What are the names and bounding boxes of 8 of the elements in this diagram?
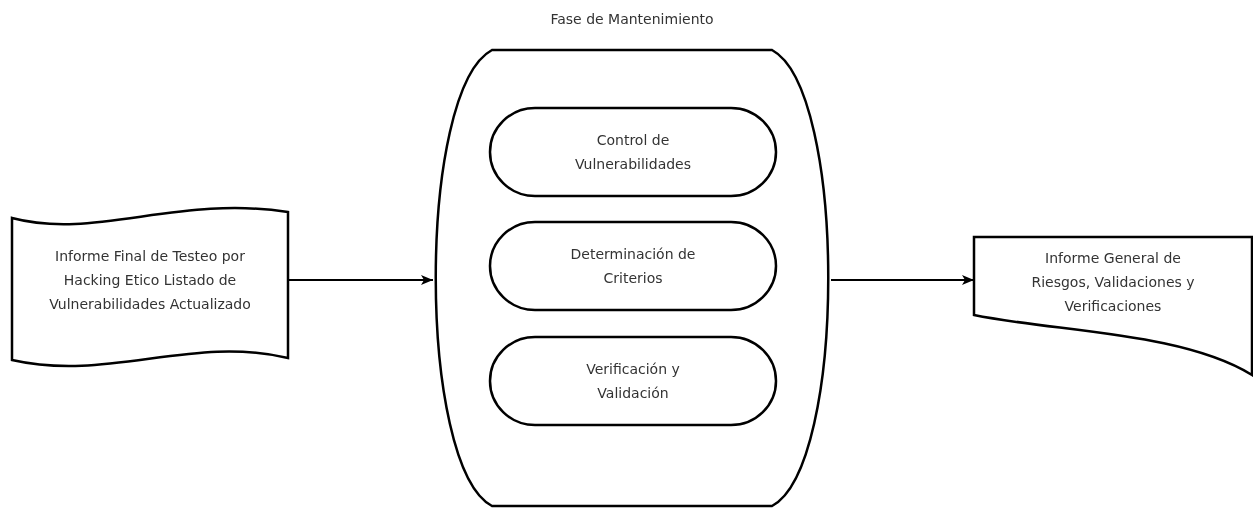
node-label: Verificación y Validación bbox=[585, 360, 681, 403]
arrow bbox=[288, 275, 433, 285]
node-label: Informe General de Riesgos, Validaciones y Verificaciones bbox=[1030, 249, 1196, 316]
node-label: Control de Vulnerabilidades bbox=[574, 131, 692, 174]
phase-heading: Fase de Mantenimiento bbox=[549, 10, 715, 29]
arrow bbox=[831, 275, 974, 285]
node-label: Determinación de Criterios bbox=[569, 245, 697, 288]
node-label: Informe Final de Testeo por Hacking Etico Listado de Vulnerabilidades Actualizado bbox=[48, 247, 252, 314]
